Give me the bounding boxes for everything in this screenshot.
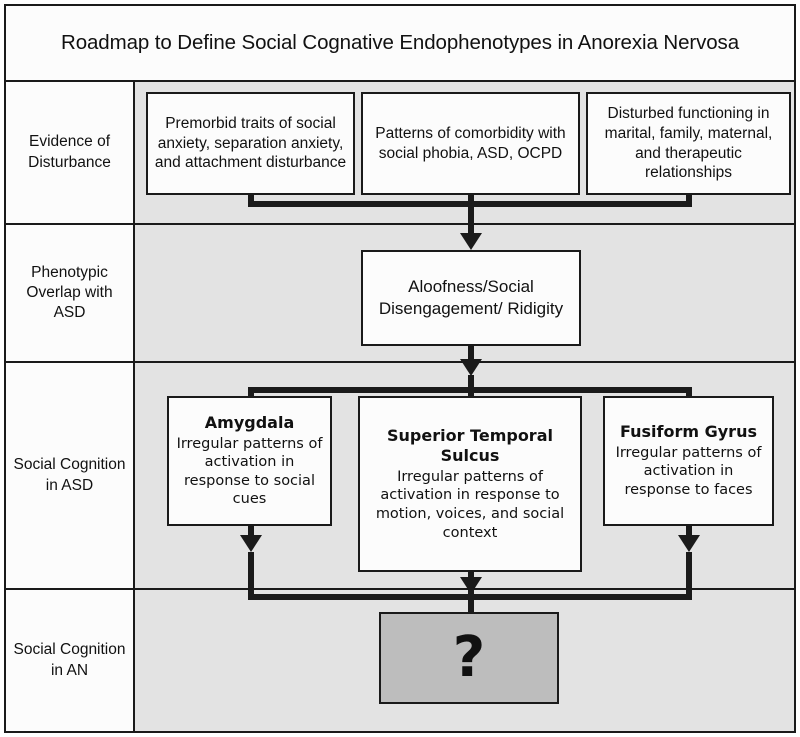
connector-amygdala-down2	[248, 552, 254, 590]
page-title: Roadmap to Define Social Cognative Endop…	[61, 31, 739, 54]
node-fusiform-gyrus-title: Fusiform Gyrus	[620, 422, 757, 442]
arrowhead-into-asd-bus	[460, 359, 482, 376]
connector-into-aloofness	[468, 219, 474, 239]
node-disturbed-functioning-label: Disturbed functioning in marital, family…	[604, 104, 773, 182]
row-social-cognition-an: Social Cognition in AN ?	[6, 584, 794, 731]
node-aloofness[interactable]: Aloofness/Social Disengagement/ Ridigity	[361, 250, 581, 346]
node-amygdala-title: Amygdala	[204, 413, 295, 433]
connector-amygdala-down	[248, 526, 254, 542]
row-label-social-cognition-an: Social Cognition in AN	[6, 590, 135, 731]
row-evidence-of-disturbance: Evidence of Disturbance Premorbid traits…	[6, 82, 794, 225]
row-body-evidence: Premorbid traits of social anxiety, sepa…	[135, 82, 794, 225]
connector-fusiform-down2	[686, 552, 692, 590]
row-phenotypic-overlap: Phenotypic Overlap with ASD Aloofness/So…	[6, 219, 794, 363]
connector-to-fusiform	[686, 387, 692, 399]
row-label-social-cognition-asd: Social Cognition in ASD	[6, 363, 135, 588]
node-premorbid-traits-label: Premorbid traits of social anxiety, sepa…	[154, 114, 347, 172]
row-social-cognition-asd: Social Cognition in ASD Amygdala Irregul…	[6, 359, 794, 594]
node-fusiform-gyrus-label: Irregular patterns of activation in resp…	[615, 444, 762, 498]
node-disturbed-functioning[interactable]: Disturbed functioning in marital, family…	[586, 92, 791, 195]
connector-fusiform-down	[686, 526, 692, 542]
row-label-phenotypic: Phenotypic Overlap with ASD	[6, 225, 135, 361]
arrowhead-fusiform-down	[678, 535, 700, 552]
node-superior-temporal-sulcus[interactable]: Superior Temporal Sulcus Irregular patte…	[358, 396, 582, 572]
row-body-social-cognition-an: ?	[135, 584, 794, 731]
node-comorbidity-patterns[interactable]: Patterns of comorbidity with social phob…	[361, 92, 580, 195]
row-body-phenotypic: Aloofness/Social Disengagement/ Ridigity	[135, 219, 794, 363]
connector-asd-bus-stem	[468, 375, 474, 393]
arrowhead-amygdala-down	[240, 535, 262, 552]
node-amygdala[interactable]: Amygdala Irregular patterns of activatio…	[167, 396, 332, 526]
connector-aloofness-down	[468, 346, 474, 363]
node-unknown-outcome[interactable]: ?	[379, 612, 559, 704]
node-premorbid-traits[interactable]: Premorbid traits of social anxiety, sepa…	[146, 92, 355, 195]
node-aloofness-label: Aloofness/Social Disengagement/ Ridigity	[378, 276, 564, 318]
connector-evidence-bus	[248, 201, 692, 207]
node-fusiform-gyrus[interactable]: Fusiform Gyrus Irregular patterns of act…	[603, 396, 774, 526]
row-label-evidence: Evidence of Disturbance	[6, 82, 135, 223]
connector-to-amygdala	[248, 387, 254, 399]
row-body-social-cognition-asd: Amygdala Irregular patterns of activatio…	[135, 359, 794, 594]
node-superior-temporal-sulcus-label: Irregular patterns of activation in resp…	[375, 468, 565, 541]
figure-border	[4, 4, 796, 733]
node-amygdala-label: Irregular patterns of activation in resp…	[176, 435, 323, 508]
connector-comorbidity-down	[468, 195, 474, 225]
node-comorbidity-patterns-label: Patterns of comorbidity with social phob…	[375, 124, 566, 162]
arrowhead-sts-down	[460, 577, 482, 594]
connector-amygdala-into-an	[248, 584, 254, 600]
connector-fusiform-into-an	[686, 584, 692, 600]
node-unknown-outcome-label: ?	[452, 625, 486, 690]
arrowhead-into-aloofness	[460, 233, 482, 250]
node-superior-temporal-sulcus-title: Superior Temporal Sulcus	[387, 425, 553, 466]
figure-title-bar: Roadmap to Define Social Cognative Endop…	[6, 6, 794, 82]
connector-to-sts	[468, 387, 474, 399]
connector-an-stem	[468, 584, 474, 614]
